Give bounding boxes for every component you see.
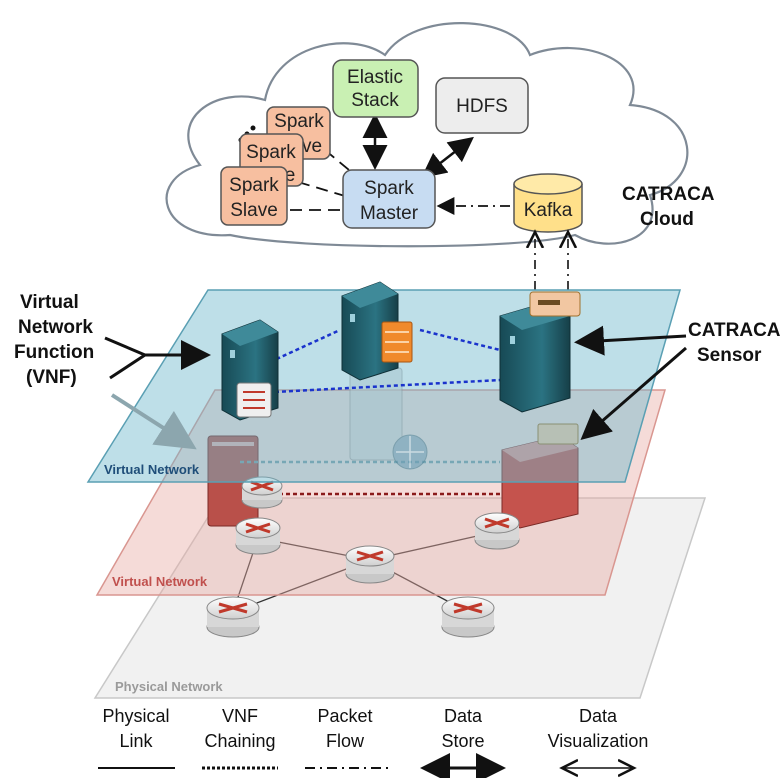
vnf-label-1: Virtual — [20, 292, 79, 313]
svg-text:Data: Data — [444, 706, 483, 726]
catraca-cloud-label-2: Cloud — [640, 209, 694, 230]
elastic-label-1: Elastic — [347, 67, 403, 88]
legend-data-visualization: Data Visualization — [548, 706, 649, 768]
vnf-callout: Virtual Network Function (VNF) — [14, 292, 211, 388]
legend-packet-flow: Packet Flow — [305, 706, 388, 769]
kafka-label: Kafka — [524, 200, 573, 221]
router-icon — [345, 545, 395, 584]
router-icon — [206, 596, 260, 638]
svg-text:VNF: VNF — [222, 706, 258, 726]
vnf-label-4: (VNF) — [26, 367, 77, 388]
vnf-pointer-gray — [110, 393, 197, 450]
svg-text:Spark: Spark — [229, 175, 279, 196]
server-icon-sensor — [499, 291, 581, 413]
physical-network-label: Physical Network — [115, 679, 223, 694]
svg-text:ve: ve — [302, 136, 322, 157]
svg-text:Chaining: Chaining — [204, 731, 275, 751]
sensor-label-2: Sensor — [697, 345, 762, 366]
server-icon-faded — [349, 367, 428, 470]
svg-text:Spark: Spark — [274, 111, 324, 132]
kafka-database-icon: Kafka — [513, 173, 583, 233]
slave-dot — [250, 125, 256, 131]
svg-text:Spark: Spark — [364, 178, 414, 199]
svg-text:Slave: Slave — [230, 200, 278, 221]
sensor-callout: CATRACA Sensor — [574, 320, 781, 440]
server-icon-vnf-left — [221, 319, 279, 421]
svg-text:e: e — [285, 165, 296, 186]
legend-physical-link: Physical Link — [98, 706, 175, 769]
hdfs-master-arrow — [421, 136, 474, 179]
virtual-network-red-label: Virtual Network — [112, 574, 208, 589]
hdfs-label: HDFS — [456, 96, 508, 117]
elastic-stack-box: Elastic Stack — [332, 59, 419, 118]
router-icon — [235, 517, 281, 555]
slave-master-link-2 — [297, 181, 346, 197]
vnf-label-3: Function — [14, 342, 94, 363]
legend: Physical Link VNF Chaining Packet Flow D… — [98, 706, 649, 778]
svg-text:Store: Store — [441, 731, 484, 751]
sensor-label-1: CATRACA — [688, 320, 781, 341]
svg-text:Visualization: Visualization — [548, 731, 649, 751]
svg-text:Master: Master — [360, 203, 419, 224]
router-icon — [474, 512, 520, 550]
svg-text:Packet: Packet — [317, 706, 372, 726]
legend-data-store: Data Store — [420, 706, 506, 778]
svg-text:Link: Link — [119, 731, 153, 751]
blue-vnf-chaining — [269, 328, 501, 394]
svg-text:Data: Data — [579, 706, 618, 726]
spark-master-box: Spark Master — [342, 169, 436, 229]
svg-text:Physical: Physical — [102, 706, 169, 726]
svg-text:Flow: Flow — [326, 731, 365, 751]
elastic-label-2: Stack — [351, 90, 399, 111]
hdfs-box: HDFS — [435, 77, 529, 134]
spark-slave-3: Spark Slave — [220, 166, 288, 226]
virtual-network-blue-label: Virtual Network — [104, 462, 200, 477]
router-icon — [441, 596, 495, 638]
legend-vnf-chaining: VNF Chaining — [202, 706, 278, 770]
server-icon-center — [341, 281, 413, 381]
svg-text:Spark: Spark — [246, 142, 296, 163]
sensor-kafka-flows — [535, 232, 568, 290]
vnf-label-2: Network — [18, 317, 93, 338]
catraca-cloud-label-1: CATRACA — [622, 184, 715, 205]
